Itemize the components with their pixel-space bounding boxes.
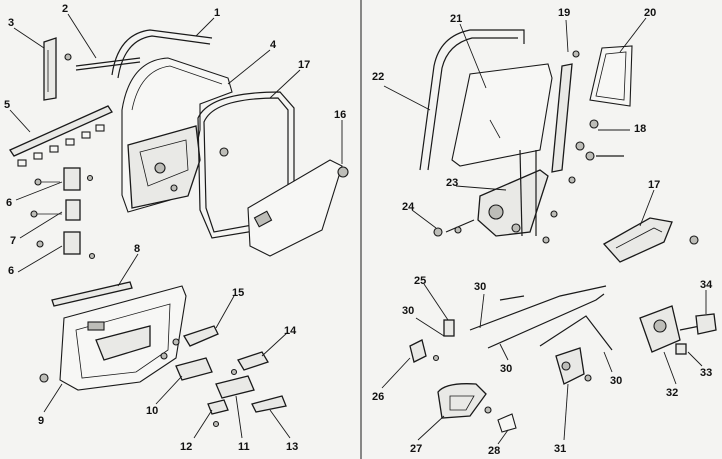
callout-28: 27: [410, 443, 422, 455]
channel-strip: [75, 57, 141, 67]
rod-d: [499, 295, 525, 301]
sash-upper: [111, 29, 213, 76]
belt-weatherstrip: [51, 281, 133, 307]
callouts-right: 20 19 21 22 18 17 23 24 25 30 30 30 30 2…: [372, 7, 713, 457]
callout-10: 10: [146, 405, 158, 417]
switch-small: [207, 399, 229, 415]
callout-7: 7: [10, 235, 16, 247]
callout-16: 16: [334, 109, 346, 121]
door-checker: [65, 199, 81, 221]
callout-11: 11: [238, 441, 250, 453]
callout-9: 9: [38, 415, 44, 427]
callout-8: 8: [134, 243, 140, 255]
callout-30c: 30: [500, 363, 512, 375]
callout-6a: 6: [6, 197, 12, 209]
armrest: [95, 325, 151, 361]
callout-30a: 30: [474, 281, 486, 293]
callout-1: 1: [214, 7, 220, 19]
callout-27: 26: [372, 391, 384, 403]
lock-rod: [409, 339, 427, 363]
inner-handle: [183, 325, 219, 347]
clip: [64, 53, 72, 61]
callout-18: 17: [648, 179, 660, 191]
callout-26: 25: [414, 275, 426, 287]
inner-handle-right: [437, 383, 487, 419]
grommet: [337, 166, 349, 178]
rod-b: [487, 293, 605, 349]
callout-32: 32: [666, 387, 678, 399]
bolt: [589, 119, 599, 129]
center-channel: [551, 63, 573, 173]
rod-a: [469, 285, 607, 331]
water-shield: [247, 159, 343, 257]
callout-24: 23: [446, 177, 458, 189]
quarter-glass: [589, 45, 633, 107]
outer-weatherstrip: [9, 105, 113, 157]
outer-handle: [602, 217, 673, 263]
callout-30b: 30: [402, 305, 414, 317]
callout-30d: 30: [610, 375, 622, 387]
leader-lines-left: [9, 13, 343, 439]
actuator-bracket: [695, 313, 717, 335]
callout-34: 34: [700, 279, 713, 291]
callout-15: 15: [232, 287, 244, 299]
callout-13: 13: [286, 441, 298, 453]
leader-lines-right: [381, 17, 707, 445]
callout-3: 3: [8, 17, 14, 29]
switch-assembly: [215, 375, 255, 399]
callout-31: 31: [554, 443, 566, 455]
callout-4: 4: [270, 39, 277, 51]
callout-22: 21: [450, 13, 462, 25]
callout-2: 2: [62, 3, 68, 15]
callout-21: 20: [644, 7, 656, 19]
clip-set: [17, 124, 105, 167]
run-channel: [419, 29, 525, 171]
hinge-upper: [63, 167, 81, 191]
callout-20: 19: [558, 7, 570, 19]
actuator-clip: [675, 343, 687, 355]
door-glass: [451, 63, 553, 167]
pillar-trim: [43, 37, 57, 101]
regulator-bolt: [433, 227, 443, 237]
callout-5: 5: [4, 99, 10, 111]
callout-19: 18: [634, 123, 646, 135]
armrest-bracket: [175, 357, 213, 381]
cap: [497, 413, 517, 433]
callout-23: 22: [372, 71, 384, 83]
callout-25: 24: [402, 201, 415, 213]
switch-cover: [237, 351, 269, 371]
callouts-left: 1 2 3 4 5 6 6 7 8 9 10 11 12 13 14 15 16…: [4, 3, 346, 453]
rod-clip: [443, 319, 455, 337]
callout-12: 12: [180, 441, 192, 453]
callout-14: 14: [284, 325, 297, 337]
callout-17: 17: [298, 59, 310, 71]
hinge-lower: [63, 231, 81, 255]
callout-29: 28: [488, 445, 500, 457]
callout-6b: 6: [8, 265, 14, 277]
callout-33: 33: [700, 367, 712, 379]
trim-piece: [251, 395, 287, 413]
rod-c: [539, 315, 613, 351]
